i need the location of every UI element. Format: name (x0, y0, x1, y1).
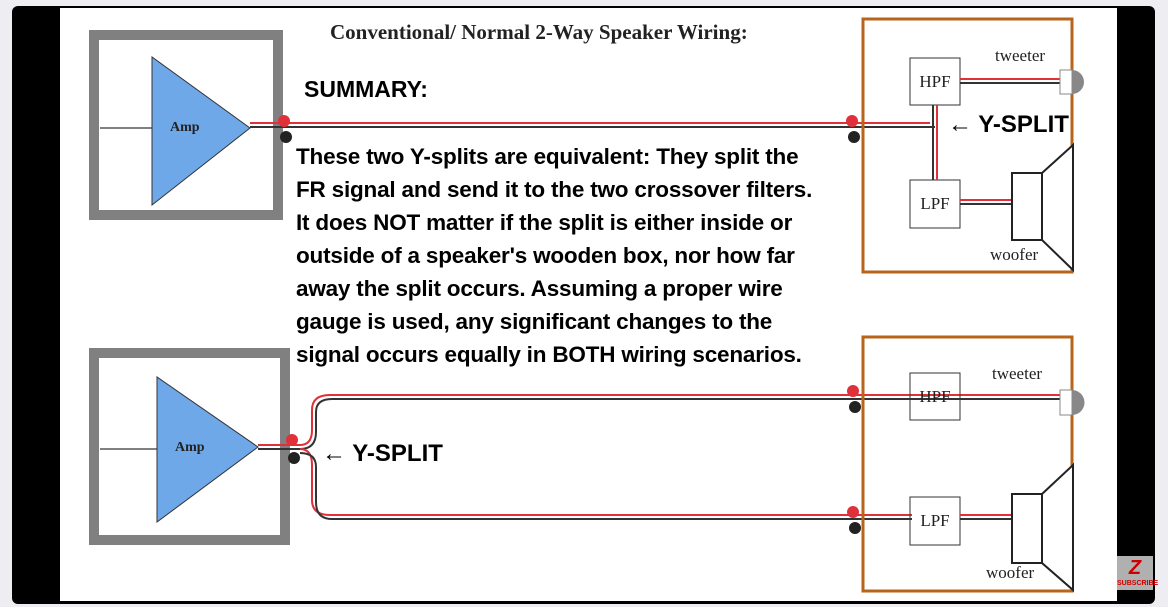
summary-line: away the split occurs. Assuming a proper… (296, 276, 783, 301)
summary-line: signal occurs equally in BOTH wiring sce… (296, 342, 802, 367)
hpf-label: HPF (919, 72, 951, 91)
terminal-black (280, 131, 292, 143)
amp-label: Amp (175, 440, 205, 455)
tweeter-icon (1059, 69, 1073, 95)
y-split-label-bottom: ← Y-SPLIT (322, 440, 443, 467)
summary-line: These two Y-splits are equivalent: They … (296, 144, 799, 169)
summary-heading: SUMMARY: (304, 76, 428, 102)
terminal-black (848, 131, 860, 143)
amp-label: Amp (170, 120, 200, 135)
slide-title: Conventional/ Normal 2-Way Speaker Wirin… (330, 20, 748, 44)
amp-frame-bottom (89, 348, 290, 545)
woofer-icon (1011, 462, 1074, 593)
hpf-label: HPF (919, 387, 951, 406)
summary-line: outside of a speaker's wooden box, nor h… (296, 243, 795, 268)
tweeter-label: tweeter (995, 46, 1046, 65)
lpf-label: LPF (920, 511, 950, 530)
summary-line: FR signal and send it to the two crossov… (296, 177, 813, 202)
amp-triangle-top (151, 56, 251, 207)
terminal-red (278, 115, 290, 127)
summary-line: gauge is used, any significant changes t… (296, 309, 773, 334)
woofer-label: woofer (990, 245, 1039, 264)
terminal-red (846, 115, 858, 127)
woofer-label: woofer (986, 563, 1035, 582)
tweeter-label: tweeter (992, 364, 1043, 383)
lpf-label: LPF (920, 194, 950, 213)
subscribe-label: SUBSCRIBE (1117, 580, 1159, 587)
summary-line: It does NOT matter if the split is eithe… (296, 210, 793, 235)
woofer-icon (1011, 142, 1074, 273)
tweeter-icon (1059, 389, 1073, 416)
amp-frame-top (89, 30, 283, 220)
amp-triangle-bottom (156, 376, 259, 523)
y-split-label-top: ← Y-SPLIT (948, 111, 1069, 138)
speaker-cabinet-bottom (861, 335, 1074, 593)
slide (60, 8, 1117, 601)
z-logo-icon: Z (1128, 557, 1142, 579)
